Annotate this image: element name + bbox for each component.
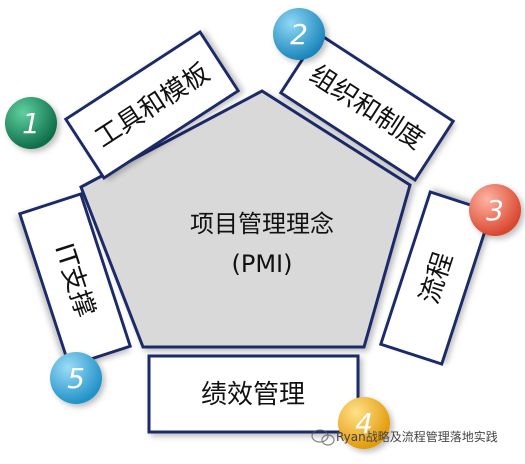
number-3: 3 <box>486 194 504 227</box>
item-box-process: 流程 <box>378 190 494 366</box>
number-circle-3: 3 <box>469 184 521 236</box>
wechat-icon <box>311 429 335 446</box>
item-label-4: 绩效管理 <box>201 380 305 410</box>
item-box-performance: 绩效管理 <box>147 354 360 434</box>
center-subtitle: (PMI) <box>232 250 293 278</box>
item-box-it-support: IT支撑 <box>17 192 133 368</box>
number-4: 4 <box>355 407 373 440</box>
watermark: Ryan战略及流程管理落地实践 <box>311 429 498 446</box>
number-5: 5 <box>67 362 85 395</box>
number-circle-1: 1 <box>5 97 57 149</box>
number-circle-2: 2 <box>273 8 325 60</box>
number-circle-5: 5 <box>50 352 102 404</box>
number-1: 1 <box>22 107 40 140</box>
center-title: 项目管理理念 <box>190 210 334 238</box>
watermark-text: Ryan战略及流程管理落地实践 <box>336 429 498 444</box>
number-circle-4: 4 <box>338 397 390 449</box>
number-2: 2 <box>290 18 308 51</box>
